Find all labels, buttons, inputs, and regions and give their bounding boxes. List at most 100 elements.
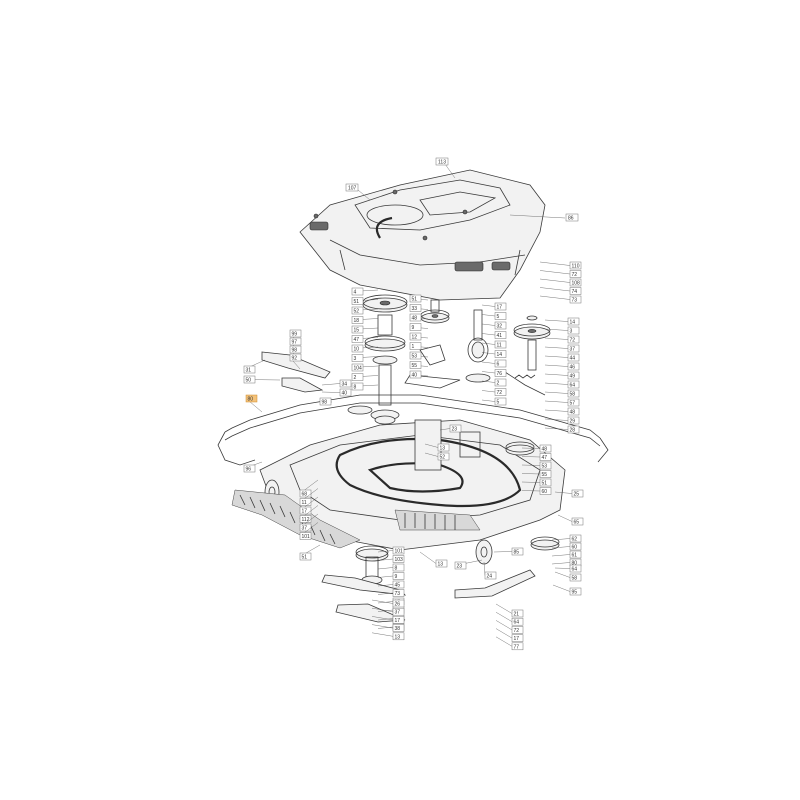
part-tag <box>392 624 405 632</box>
leader-line <box>544 418 569 421</box>
part-tag-text: 62 <box>572 537 578 543</box>
part-tag <box>243 464 256 473</box>
leader-line <box>371 599 394 604</box>
pulley-left <box>362 294 408 421</box>
part-tag-text: 98 <box>292 348 298 354</box>
part-tag <box>494 397 507 406</box>
part-tag <box>409 370 422 379</box>
part-tag-text: 92 <box>292 356 298 362</box>
part-tag <box>351 354 364 362</box>
part-tag-text: 48 <box>570 410 576 416</box>
leader-line <box>551 546 571 549</box>
part-tag <box>567 425 580 434</box>
part-tag <box>567 407 580 416</box>
part-tag-text: 2 <box>354 375 357 381</box>
part-tag <box>345 183 359 192</box>
part-tag-text: 21 <box>514 612 520 618</box>
leader-line <box>481 314 496 317</box>
part-tag <box>392 580 405 589</box>
leader-line <box>521 490 541 492</box>
part-tag <box>567 371 580 380</box>
leader-line <box>481 323 496 326</box>
leader-line <box>544 400 569 403</box>
part-tag-text: 40 <box>342 391 348 397</box>
leader-line <box>551 538 571 541</box>
leader-line <box>481 361 496 364</box>
part-tag-text: 112 <box>302 517 310 523</box>
leader-line <box>377 567 394 570</box>
leader-line <box>521 447 541 449</box>
part-tag <box>494 388 507 396</box>
leader-line <box>377 618 394 621</box>
highlighted-part-tag <box>245 394 258 403</box>
leader-line <box>544 355 569 358</box>
part-tag-text: 60 <box>572 545 578 551</box>
part-tag <box>571 517 584 526</box>
part-tag <box>409 342 422 350</box>
part-tag-text: 96 <box>246 467 252 473</box>
part-tag-text: 23 <box>457 564 463 570</box>
leader-line <box>481 380 496 383</box>
part-tag-text: 41 <box>497 333 503 339</box>
part-tag-text: 25 <box>574 492 580 498</box>
part-tag <box>289 337 302 346</box>
part-tag <box>435 559 448 568</box>
part-tag <box>569 542 582 551</box>
leader-line <box>481 342 496 345</box>
part-tag <box>351 373 364 381</box>
part-tag-text: 101 <box>395 549 404 555</box>
part-tag <box>539 487 552 495</box>
part-tag-text: 9 <box>412 325 415 331</box>
part-tag-text: 51 <box>302 555 308 561</box>
leader-line <box>495 636 513 647</box>
part-tag-text: 37 <box>302 526 308 532</box>
part-tag-text: 113 <box>438 160 446 166</box>
part-tag <box>567 398 580 407</box>
part-tag <box>454 561 467 570</box>
leader-line <box>377 584 394 587</box>
leader-line <box>544 364 569 367</box>
part-tag <box>571 489 584 498</box>
part-tag-text: 23 <box>452 427 458 433</box>
leader-line <box>495 603 513 614</box>
part-tag-text: 5 <box>497 400 500 406</box>
part-tag-text: 24 <box>487 574 493 580</box>
part-tag <box>392 616 405 624</box>
part-tag-text: 11 <box>497 343 502 349</box>
leader-line <box>481 352 496 355</box>
leader-line <box>321 383 341 386</box>
part-tag <box>299 523 312 532</box>
leader-line <box>371 608 394 612</box>
part-tag <box>351 297 364 305</box>
part-tag <box>569 587 582 596</box>
part-tag <box>567 335 580 344</box>
leader-line <box>551 554 571 557</box>
leader-line <box>539 270 571 275</box>
part-tag <box>409 361 422 369</box>
part-tag <box>319 397 332 406</box>
leader-line <box>419 551 437 564</box>
part-tag-text: 8 <box>395 566 398 572</box>
leader-line <box>377 550 394 553</box>
pulley-right <box>513 315 551 371</box>
leader-line <box>495 620 513 631</box>
part-tag <box>539 444 552 453</box>
part-tag <box>392 555 405 563</box>
cover-labels: 113 107 86 <box>345 157 579 222</box>
part-tag <box>569 564 582 573</box>
part-tag <box>569 534 582 543</box>
part-tag-text: 37 <box>570 347 576 353</box>
part-tag <box>539 478 552 487</box>
part-tag-text: 68 <box>302 492 308 498</box>
part-tag-text: 13 <box>440 446 446 452</box>
part-tag-text: 48 <box>542 447 548 453</box>
part-tag <box>484 571 497 580</box>
part-tag-text: 58 <box>570 392 576 398</box>
part-tag-text: 55 <box>542 472 548 478</box>
part-tag <box>569 270 582 278</box>
part-tag-text: 13 <box>395 634 401 640</box>
part-tag <box>289 345 302 354</box>
part-tag <box>494 331 507 339</box>
part-tag-text: 12 <box>412 335 418 341</box>
part-tag-text: 72 <box>572 272 578 278</box>
